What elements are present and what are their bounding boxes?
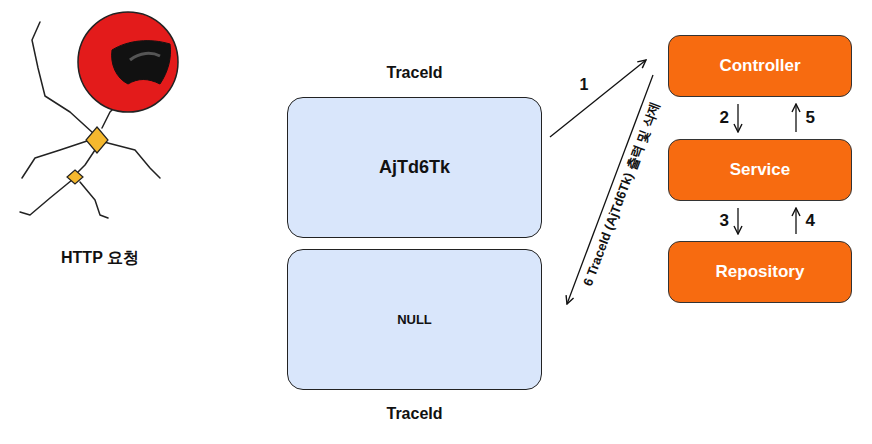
node-text: Repository xyxy=(716,262,805,282)
figure-leg xyxy=(80,182,108,218)
figure-arm xyxy=(22,140,90,178)
kite-diamond xyxy=(67,170,83,184)
request-label: HTTP 요청 xyxy=(61,248,139,269)
layer-box: Repository xyxy=(668,241,852,303)
node-heading: TraceId xyxy=(288,405,541,423)
step-label: 1 xyxy=(580,76,589,94)
flow-arrow xyxy=(550,60,646,137)
step-label: 6 TraceId (AjTd6Tk) 출력 및 삭제 xyxy=(579,99,665,289)
node-text: NULL xyxy=(397,312,432,327)
node-text: AjTd6Tk xyxy=(379,157,450,178)
kite-diamond xyxy=(86,127,108,153)
layer-box: Service xyxy=(668,139,852,201)
figure-arm xyxy=(104,142,160,178)
trace-box: NULLTraceId xyxy=(287,249,542,390)
flow-arrow xyxy=(737,104,738,132)
node-heading: TraceId xyxy=(288,64,541,82)
step-label: 3 xyxy=(720,211,729,231)
flow-arrow xyxy=(795,208,796,234)
layer-box: Controller xyxy=(668,35,852,97)
step-label: 5 xyxy=(806,108,815,128)
visor-shine xyxy=(130,53,160,60)
flow-arrow xyxy=(567,75,653,304)
figure-leg xyxy=(20,180,72,215)
red-ball xyxy=(78,12,178,112)
step-label: 2 xyxy=(720,108,729,128)
step-label: 4 xyxy=(806,211,815,231)
flow-arrow xyxy=(737,208,738,234)
ball-visor xyxy=(112,41,171,84)
flow-arrow xyxy=(795,104,796,132)
node-text: Service xyxy=(730,160,791,180)
trace-box: TraceIdAjTd6Tk xyxy=(287,97,542,238)
node-text: Controller xyxy=(719,56,800,76)
figure-body xyxy=(78,150,95,172)
